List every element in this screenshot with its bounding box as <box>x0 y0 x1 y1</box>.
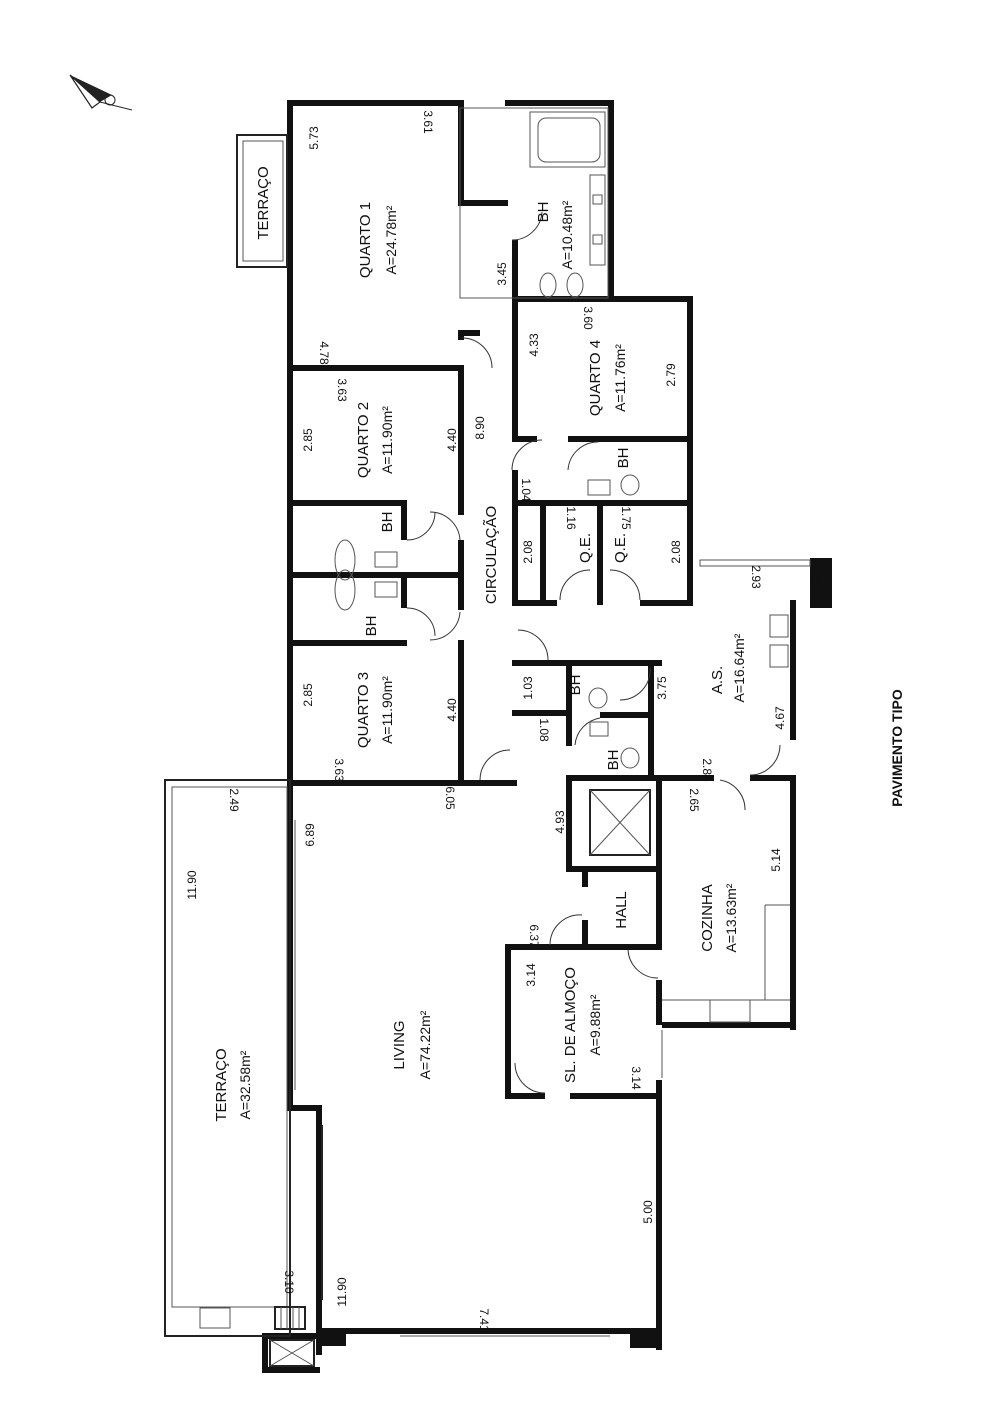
label-bh-svc-2: BH <box>605 750 622 771</box>
dim-890: 8.90 <box>473 416 487 440</box>
dim-175: 1.75 <box>619 506 633 530</box>
fixtures <box>199 111 789 1330</box>
dim-363b: 3.63 <box>332 758 346 782</box>
room-labels: TERRAÇO QUARTO 1 A=24.78m² BH A=10.48m² … <box>213 166 747 1121</box>
doors <box>406 211 781 1094</box>
label-bh-svc-1: BH <box>567 675 584 696</box>
area-as: A=16.64m² <box>731 633 747 702</box>
dim-285b: 2.85 <box>301 683 315 707</box>
label-quarto-2: QUARTO 2 <box>355 402 372 478</box>
dim-310: 3.10 <box>282 1270 296 1294</box>
dim-605: 6.05 <box>443 786 457 810</box>
area-quarto-3: A=11.90m² <box>379 676 395 744</box>
label-cozinha: COZINHA <box>699 884 716 952</box>
dim-078: 0.78 <box>809 573 823 597</box>
dim-208a: 2.08 <box>521 540 535 564</box>
dim-360: 3.60 <box>581 306 595 330</box>
dim-265: 2.65 <box>687 788 701 812</box>
dim-116: 1.16 <box>564 506 578 530</box>
label-hall: HALL <box>613 891 630 929</box>
area-living: A=74.22m² <box>417 1010 433 1079</box>
dim-1190b: 11.90 <box>335 1277 349 1306</box>
label-as: A.S. <box>709 666 726 694</box>
dim-293: 2.93 <box>749 565 763 589</box>
north-arrow-icon <box>69 74 133 111</box>
dim-573: 5.73 <box>307 126 321 150</box>
thin-lines <box>164 107 811 1337</box>
label-terraco: TERRAÇO <box>213 1048 230 1121</box>
label-terraco-small: TERRAÇO <box>255 166 272 239</box>
dim-433: 4.33 <box>527 333 541 357</box>
dim-500: 5.00 <box>641 1200 655 1224</box>
dim-104: 1.04 <box>519 478 533 502</box>
label-bh-q3: BH <box>363 616 380 637</box>
label-quarto-3: QUARTO 3 <box>355 672 372 748</box>
dim-637: 6.37 <box>527 924 541 948</box>
area-bh-suite: A=10.48m² <box>559 200 575 269</box>
elevator-icon <box>589 789 651 856</box>
label-circulacao: CIRCULAÇÃO <box>483 506 500 604</box>
area-quarto-4: A=11.76m² <box>612 344 628 412</box>
plan-title: PAVIMENTO TIPO <box>889 689 905 807</box>
label-quarto-1: QUARTO 1 <box>357 202 374 278</box>
dim-288: 2.88 <box>700 758 714 782</box>
dim-285a: 2.85 <box>301 428 315 452</box>
area-terraco: A=32.58m² <box>237 1050 253 1119</box>
dim-493: 4.93 <box>553 810 567 834</box>
label-bh-q4: BH <box>615 448 632 469</box>
label-bh-suite: BH <box>535 202 552 223</box>
dim-108: 1.08 <box>537 718 551 742</box>
dim-478: 4.78 <box>317 341 331 365</box>
dim-249: 2.49 <box>227 788 241 812</box>
area-sl-almoco: A=9.88m² <box>587 994 603 1055</box>
area-quarto-1: A=24.78m² <box>383 205 399 274</box>
label-living: LIVING <box>391 1020 408 1069</box>
dim-363a: 3.63 <box>335 378 349 402</box>
dim-361: 3.61 <box>421 110 435 134</box>
area-quarto-2: A=11.90m² <box>379 406 395 474</box>
dimension-labels: 5.73 3.45 4.33 2.79 2.85 4.40 8.90 2.08 … <box>185 110 823 1332</box>
dim-279: 2.79 <box>664 363 678 387</box>
dim-514: 5.14 <box>769 848 783 872</box>
dim-440b: 4.40 <box>445 698 459 722</box>
dim-440a: 4.40 <box>445 428 459 452</box>
label-sl-almoco: SL. DE ALMOÇO <box>562 967 579 1083</box>
dim-689: 6.89 <box>303 823 317 847</box>
dim-467: 4.67 <box>773 706 787 730</box>
dim-375: 3.75 <box>655 676 669 700</box>
dim-103: 1.03 <box>521 676 535 700</box>
dim-314a: 3.14 <box>524 963 538 987</box>
label-quarto-4: QUARTO 4 <box>587 340 604 416</box>
dim-314b: 3.14 <box>629 1066 643 1090</box>
label-bh-q2: BH <box>379 512 396 533</box>
dim-1190a: 11.90 <box>185 870 199 899</box>
label-qe-1: Q.E. <box>577 533 594 563</box>
dim-208b: 2.08 <box>669 540 683 564</box>
shaft-icon <box>269 1339 315 1367</box>
label-qe-2: Q.E. <box>612 533 629 563</box>
area-cozinha: A=13.63m² <box>723 883 739 952</box>
dim-741: 7.41 <box>477 1308 491 1332</box>
dim-345: 3.45 <box>495 262 509 286</box>
